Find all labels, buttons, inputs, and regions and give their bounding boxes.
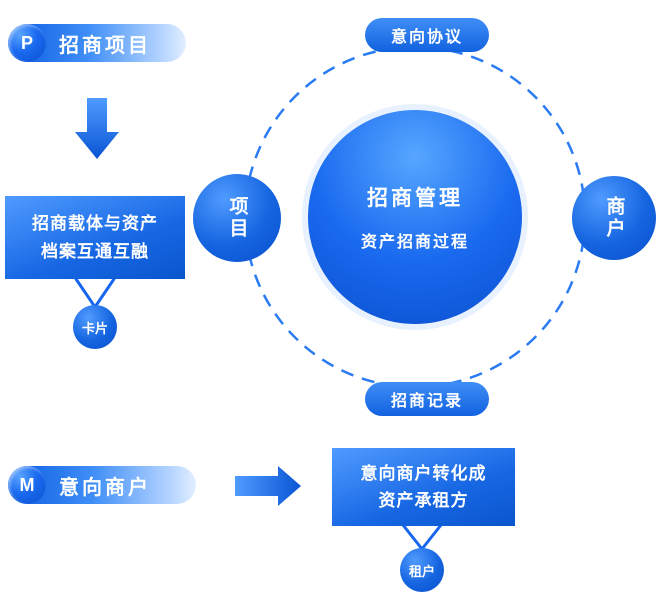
project-badge: P 招商项目 <box>8 24 186 62</box>
right-arrow-icon <box>235 466 301 506</box>
conversion-line2: 资产承租方 <box>378 491 469 510</box>
carrier-archive-box: 招商载体与资产 档案互通互融 <box>5 196 185 279</box>
conversion-box: 意向商户转化成 资产承租方 <box>332 448 515 526</box>
card-node-label: 卡片 <box>81 320 108 336</box>
carrier-archive-line1: 招商载体与资产 <box>32 214 158 234</box>
hub-subtitle: 资产招商过程 <box>360 234 469 251</box>
tenant-connector <box>401 523 443 551</box>
investment-record-label: 招商记录 <box>390 393 463 410</box>
merchant-node-label: 商户 <box>603 196 625 240</box>
project-badge-label: 招商项目 <box>59 34 151 57</box>
project-node: 项目 <box>193 174 281 262</box>
intent-agreement-pill: 意向协议 <box>365 18 489 52</box>
badge-letter-p: P <box>8 24 46 62</box>
intent-merchant-badge: M 意向商户 <box>8 466 196 504</box>
badge-letter-m: M <box>8 466 46 504</box>
down-arrow-icon <box>75 98 119 159</box>
conversion-line1: 意向商户转化成 <box>360 463 487 483</box>
tenant-node: 租户 <box>400 548 444 592</box>
hub-title: 招商管理 <box>367 187 463 210</box>
intent-agreement-label: 意向协议 <box>390 29 463 46</box>
investment-record-pill: 招商记录 <box>365 382 489 416</box>
carrier-archive-line2: 档案互通互融 <box>41 241 149 261</box>
merchant-node: 商户 <box>572 176 656 260</box>
hub-circle: 招商管理 资产招商过程 <box>308 110 522 324</box>
project-node-label: 项目 <box>226 196 248 240</box>
intent-merchant-badge-label: 意向商户 <box>59 476 151 499</box>
tenant-node-label: 租户 <box>408 563 435 579</box>
card-node: 卡片 <box>73 305 117 349</box>
card-connector <box>74 277 116 309</box>
